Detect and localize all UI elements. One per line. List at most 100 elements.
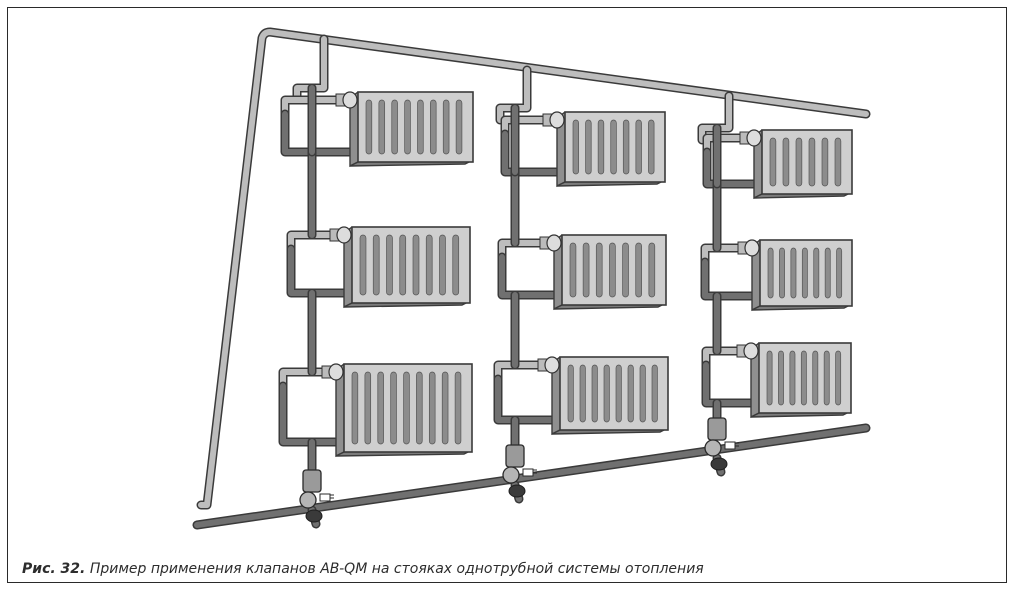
radiator-slot bbox=[372, 234, 380, 296]
radiator-slot bbox=[378, 99, 386, 155]
main-supply-pipe bbox=[196, 27, 871, 510]
radiator-slot bbox=[648, 119, 655, 175]
ab-qm-valves bbox=[299, 417, 739, 523]
radiator-slot bbox=[585, 119, 592, 175]
radiator-slot bbox=[439, 234, 446, 296]
radiator-slot bbox=[836, 247, 843, 299]
radiator-slot bbox=[351, 371, 359, 445]
riser-2-return-branch-3 bbox=[493, 374, 565, 425]
thermostat-head bbox=[342, 91, 358, 109]
riser-1-supply-branch-1 bbox=[280, 95, 355, 119]
radiator-slot bbox=[430, 99, 437, 155]
radiator-slot bbox=[766, 350, 773, 406]
radiator-slot bbox=[639, 364, 646, 423]
radiator-slot bbox=[404, 99, 411, 155]
radiator-slot bbox=[812, 350, 819, 406]
radiator-slot bbox=[835, 350, 842, 406]
radiator-r3-1 bbox=[739, 129, 853, 200]
radiator-slot bbox=[778, 350, 784, 406]
radiator-slot bbox=[569, 242, 577, 298]
radiator-slot bbox=[386, 234, 393, 296]
radiator-slot bbox=[801, 247, 808, 299]
radiator-slot bbox=[441, 371, 449, 445]
radiator-slot bbox=[591, 364, 598, 423]
riser-1-supply-branch-3 bbox=[278, 367, 341, 391]
radiator-slot bbox=[595, 242, 603, 298]
figure-frame bbox=[7, 7, 1007, 583]
riser-2-return-branch-2 bbox=[497, 252, 567, 300]
thermostat-head bbox=[549, 111, 565, 129]
radiator-slot bbox=[795, 137, 803, 187]
riser-2-supply-branch-1 bbox=[500, 115, 562, 139]
radiator-r1-2 bbox=[329, 226, 471, 309]
radiator-slot bbox=[399, 234, 407, 296]
radiator-slot bbox=[609, 242, 616, 298]
radiator-slot bbox=[635, 119, 642, 175]
caption-number: Рис. 32. bbox=[22, 561, 86, 577]
radiator-slot bbox=[567, 364, 574, 423]
radiator-slot bbox=[769, 137, 777, 187]
radiator-slot bbox=[455, 99, 463, 155]
riser-1-return-branch-1 bbox=[280, 109, 363, 157]
riser-3-supply-branch-3 bbox=[701, 346, 756, 370]
radiator-r3-3 bbox=[736, 342, 852, 419]
radiator-slot bbox=[651, 364, 658, 423]
radiator-slot bbox=[821, 137, 829, 187]
radiator-slot bbox=[417, 99, 424, 155]
radiator-slot bbox=[603, 364, 610, 423]
riser-3-return-branch-3 bbox=[701, 360, 764, 408]
riser-1-supply-branch-2 bbox=[286, 230, 349, 254]
radiator-slot bbox=[789, 350, 796, 406]
radiator-slot bbox=[412, 234, 420, 296]
radiator-slot bbox=[779, 247, 785, 299]
ab-qm-valve-1 bbox=[299, 469, 334, 523]
radiator-slot bbox=[579, 364, 586, 423]
radiator-slot bbox=[403, 371, 410, 445]
radiator-r2-3 bbox=[537, 356, 669, 436]
riser-2-supply-branch-2 bbox=[497, 238, 559, 262]
radiator-r2-2 bbox=[539, 234, 667, 311]
riser-3-supply-branch-1 bbox=[702, 133, 759, 157]
supply-pipes bbox=[196, 27, 871, 510]
riser-1-return-branch-3 bbox=[278, 381, 349, 447]
radiator-slot bbox=[364, 371, 372, 445]
thermostat-head bbox=[544, 356, 560, 374]
radiator-slot bbox=[377, 371, 384, 445]
radiator-slot bbox=[365, 99, 373, 155]
radiator-slot bbox=[800, 350, 807, 406]
riser-3-return-branch-1 bbox=[702, 147, 767, 189]
radiator-slot bbox=[823, 350, 830, 406]
radiator-slot bbox=[572, 119, 580, 175]
ab-qm-valve-2 bbox=[502, 444, 537, 498]
radiator-slot bbox=[622, 242, 629, 298]
thermostat-head bbox=[746, 129, 762, 147]
radiator-slot bbox=[452, 234, 460, 296]
radiator-slot bbox=[442, 99, 450, 155]
radiator-slot bbox=[391, 99, 398, 155]
ab-qm-valve-3 bbox=[704, 417, 739, 471]
radiator-slot bbox=[390, 371, 397, 445]
caption-text: Пример применения клапанов AB-QM на стоя… bbox=[85, 561, 704, 577]
radiator-slot bbox=[622, 119, 630, 175]
figure-caption: Рис. 32. Пример применения клапанов AB-Q… bbox=[22, 561, 704, 577]
radiator-r1-3 bbox=[321, 363, 473, 458]
riser-2-return-branch-1 bbox=[500, 129, 570, 177]
radiator-slot bbox=[425, 234, 433, 296]
radiator-slot bbox=[454, 371, 462, 445]
thermostat-head bbox=[743, 342, 759, 360]
thermostat-head bbox=[336, 226, 352, 244]
radiator-slot bbox=[648, 242, 656, 298]
radiator-slot bbox=[824, 247, 831, 299]
riser-1-return-branch-2 bbox=[286, 244, 357, 298]
radiator-slot bbox=[359, 234, 367, 296]
radiator-slot bbox=[416, 371, 423, 445]
thermostat-head bbox=[744, 239, 760, 257]
radiator-r1-1 bbox=[335, 91, 474, 168]
thermostat-head bbox=[328, 363, 344, 381]
radiator-slot bbox=[813, 247, 820, 299]
riser-3-return-branch-2 bbox=[700, 257, 765, 301]
radiators bbox=[321, 91, 853, 458]
radiator-slot bbox=[610, 119, 617, 175]
radiator-slot bbox=[627, 364, 634, 423]
radiator-r2-1 bbox=[542, 111, 666, 188]
